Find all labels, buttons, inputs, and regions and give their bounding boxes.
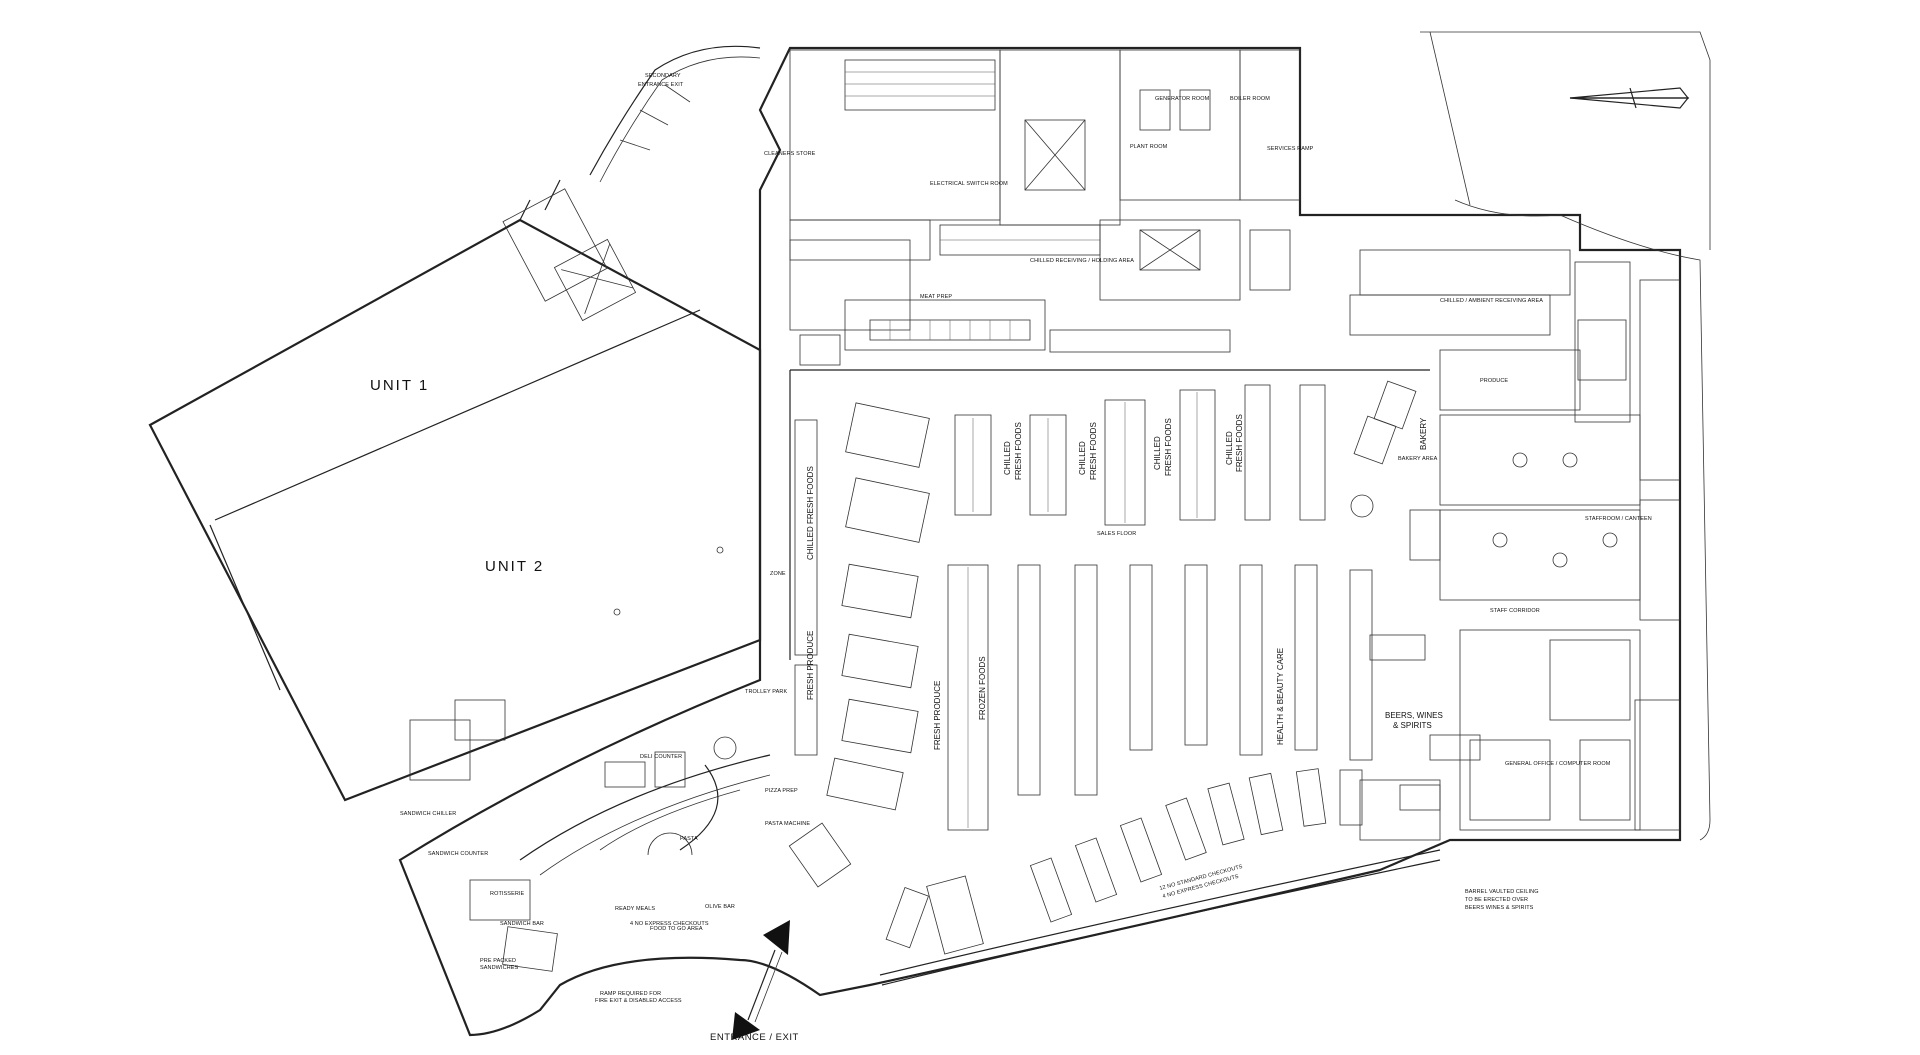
sandwich-bar-label: SANDWICH BAR — [500, 921, 544, 927]
entrance-arrow-icon — [732, 920, 790, 1040]
zone-label: ZONE — [770, 571, 786, 577]
health-beauty-label: HEALTH & BEAUTY CARE — [1276, 648, 1285, 745]
rotisserie-label: ROTISSERIE — [490, 891, 525, 897]
general-office-label: GENERAL OFFICE / COMPUTER ROOM — [1505, 761, 1611, 767]
food-to-go-label: FOOD TO GO AREA — [650, 926, 703, 932]
sales-floor-label: SALES FLOOR — [1097, 531, 1136, 537]
back-of-house — [789, 49, 1681, 831]
secondary-entrance — [589, 45, 761, 183]
ramp-note-label-1: RAMP REQUIRED FOR — [600, 991, 661, 997]
pasta-label: PASTA — [680, 836, 698, 842]
produce-islands — [794, 402, 930, 811]
staff-canteen-label: STAFFROOM / CANTEEN — [1585, 516, 1652, 522]
chilled-fresh-foods-label-2a: CHILLED — [1078, 441, 1087, 475]
produce-label: PRODUCE — [1480, 378, 1508, 384]
express-checkouts-label: 4 NO EXPRESS CHECKOUTS — [630, 921, 709, 927]
barrel-note-label-3: BEERS WINES & SPIRITS — [1465, 905, 1534, 911]
beers-wines-label-1: BEERS, WINES — [1385, 711, 1443, 720]
bakery-label: BAKERY — [1419, 417, 1428, 450]
fresh-produce-aisle-label: FRESH PRODUCE — [933, 681, 942, 750]
chilled-fresh-foods-label-3b: FRESH FOODS — [1164, 418, 1173, 476]
gondola-aisles — [947, 564, 1373, 831]
olive-bar-label: OLIVE BAR — [705, 904, 735, 910]
north-arrow-icon — [1569, 87, 1690, 109]
bakery-area-label: BAKERY AREA — [1398, 456, 1438, 462]
sandwich-counter-label: SANDWICH COUNTER — [428, 851, 488, 857]
sandwich-chiller-label: SANDWICH CHILLER — [400, 811, 456, 817]
trolley-park-label: TROLLEY PARK — [745, 689, 787, 695]
unit-2-label: UNIT 2 — [485, 558, 544, 575]
unit-1-label: UNIT 1 — [370, 377, 429, 394]
services-ramp-label: SERVICES RAMP — [1267, 146, 1314, 152]
deli-counter-label: DELI COUNTER — [640, 754, 682, 760]
boiler-room-label: BOILER ROOM — [1230, 96, 1270, 102]
pizza-prep-label: PIZZA PREP — [765, 788, 798, 794]
store-outline — [398, 46, 1682, 1037]
secondary-entrance-label: SECONDARY — [645, 73, 681, 79]
chilled-fresh-foods-label-2b: FRESH FOODS — [1089, 422, 1098, 480]
plant-room-label: PLANT ROOM — [1130, 144, 1168, 150]
chilled-fresh-foods-label-1b: FRESH FOODS — [1014, 422, 1023, 480]
frozen-foods-label: FROZEN FOODS — [978, 656, 987, 720]
chilled-ambient-label: CHILLED / AMBIENT RECEIVING AREA — [1440, 298, 1543, 304]
pasta-machine-label: PASTA MACHINE — [765, 821, 810, 827]
chilled-fresh-foods-label-1a: CHILLED — [1003, 441, 1012, 475]
fresh-produce-left-label: FRESH PRODUCE — [806, 631, 815, 700]
unit-block — [148, 179, 762, 802]
barrel-note-label-1: BARREL VAULTED CEILING — [1465, 889, 1539, 895]
generator-room-label: GENERATOR ROOM — [1155, 96, 1210, 102]
ramp-note-label-2: FIRE EXIT & DISABLED ACCESS — [595, 998, 682, 1004]
service-road — [1420, 31, 1711, 841]
chilled-fresh-foods-label-3a: CHILLED — [1153, 436, 1162, 470]
food-to-go-area — [469, 736, 852, 972]
beers-wines-label-2: & SPIRITS — [1393, 721, 1432, 730]
chilled-fresh-foods-label-4a: CHILLED — [1225, 431, 1234, 465]
checkout-lanes — [885, 768, 1363, 955]
staff-corridor-label: STAFF CORRIDOR — [1490, 608, 1540, 614]
electrical-switch-room-label: ELECTRICAL SWITCH ROOM — [930, 181, 1008, 187]
cleaners-store-label: CLEANERS STORE — [764, 151, 816, 157]
meat-prep-label: MEAT PREP — [920, 294, 952, 300]
barrel-note-label-2: TO BE ERECTED OVER — [1465, 897, 1528, 903]
secondary-entrance-label-2: ENTRANCE EXIT — [638, 82, 684, 88]
ready-meals-label: READY MEALS — [615, 906, 655, 912]
pre-packed-label-2: SANDWICHES — [480, 965, 519, 971]
chilled-cases — [954, 384, 1326, 526]
pre-packed-label-1: PRE PACKED — [480, 958, 516, 964]
entrance-exit-label: ENTRANCE / EXIT — [710, 1032, 799, 1043]
bakery-fixtures — [1350, 380, 1481, 841]
chilled-fresh-foods-left-label: CHILLED FRESH FOODS — [806, 466, 815, 560]
chilled-receiving-label: CHILLED RECEIVING / HOLDING AREA — [1030, 258, 1134, 264]
chilled-fresh-foods-label-4b: FRESH FOODS — [1235, 414, 1244, 472]
